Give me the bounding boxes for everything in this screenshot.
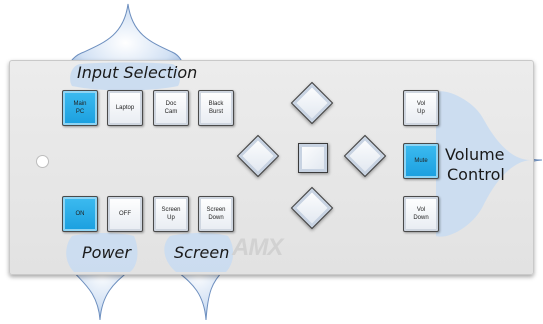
main-pc-button-label: Main PC <box>73 101 87 115</box>
main-pc-button[interactable]: Main PC <box>62 90 98 126</box>
screen-down-button-label: Screen Down <box>206 207 226 221</box>
mounting-hole <box>36 155 49 168</box>
screen-label: Screen <box>174 243 230 262</box>
laptop-button-label: Laptop <box>115 105 135 111</box>
volume-label-line2: Control <box>447 165 505 184</box>
black-burst-button[interactable]: Black Burst <box>198 90 234 126</box>
dpad-center-button[interactable] <box>298 143 328 173</box>
power-on-button[interactable]: ON <box>62 196 98 232</box>
black-burst-button-label: Black Burst <box>208 101 224 115</box>
vol-up-button-label: Vol Up <box>416 101 426 115</box>
vol-down-button-label: Vol Down <box>413 207 429 221</box>
mute-button-label: Mute <box>414 158 428 164</box>
screen-up-button-label: Screen Up <box>161 207 181 221</box>
laptop-button[interactable]: Laptop <box>107 90 143 126</box>
vol-up-button[interactable]: Vol Up <box>403 90 439 126</box>
amx-logo: AMX <box>232 234 283 261</box>
doc-cam-button[interactable]: Doc Cam <box>153 90 189 126</box>
vol-down-button[interactable]: Vol Down <box>403 196 439 232</box>
power-label: Power <box>82 243 131 262</box>
volume-label-line1: Volume <box>445 145 505 164</box>
doc-cam-button-label: Doc Cam <box>164 101 178 115</box>
power-off-button-label: OFF <box>119 211 131 217</box>
input-selection-label: Input Selection <box>77 63 198 82</box>
mute-button[interactable]: Mute <box>403 143 439 179</box>
power-off-button[interactable]: OFF <box>107 196 143 232</box>
screen-up-button[interactable]: Screen Up <box>153 196 189 232</box>
power-on-button-label: ON <box>75 211 85 217</box>
screen-down-button[interactable]: Screen Down <box>198 196 234 232</box>
